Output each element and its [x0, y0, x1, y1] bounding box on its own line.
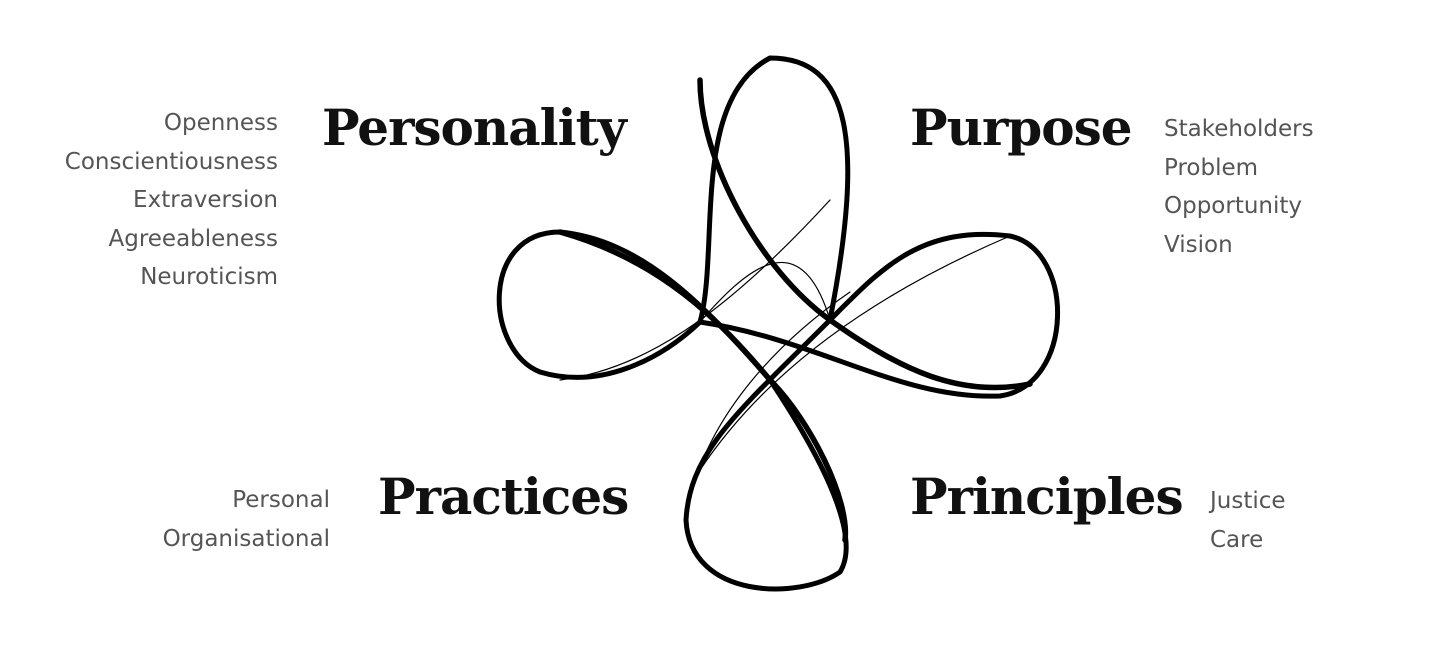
knot-thin-strand-a: [559, 199, 831, 381]
list-personality: Openness Conscientiousness Extraversion …: [65, 104, 278, 297]
list-item: Agreeableness: [108, 225, 278, 252]
knot-thick-strand-main: [557, 229, 849, 543]
knot-loop-top-thin: [699, 261, 831, 323]
knot-loop-right: [697, 231, 1061, 399]
knot-thin-strand-b: [699, 235, 1011, 471]
list-item: Personal: [232, 487, 330, 513]
list-principles: Justice Care: [1210, 482, 1286, 559]
heading-practices: Practices: [378, 467, 629, 526]
list-item: Conscientiousness: [64, 148, 278, 175]
knot-loop-left: [496, 229, 773, 383]
list-purpose: Stakeholders Problem Opportunity Vision: [1164, 110, 1314, 264]
list-item: Extraversion: [133, 187, 278, 213]
list-item: Opportunity: [1164, 193, 1303, 219]
knot-thick-strand-upper: [697, 77, 1033, 391]
knot-loop-bottom: [683, 317, 849, 592]
list-practices: Personal Organisational: [163, 481, 330, 558]
list-item: Organisational: [162, 525, 330, 552]
list-item: Neuroticism: [140, 264, 278, 290]
list-item: Care: [1210, 526, 1264, 553]
heading-principles: Principles: [910, 467, 1184, 526]
heading-purpose: Purpose: [910, 98, 1133, 157]
list-item: Stakeholders: [1164, 116, 1314, 142]
list-item: Vision: [1164, 231, 1233, 258]
list-item: Openness: [163, 110, 278, 136]
list-item: Justice: [1210, 488, 1286, 514]
knot-loop-top: [697, 55, 851, 325]
heading-personality: Personality: [322, 98, 627, 157]
list-item: Problem: [1164, 154, 1259, 181]
